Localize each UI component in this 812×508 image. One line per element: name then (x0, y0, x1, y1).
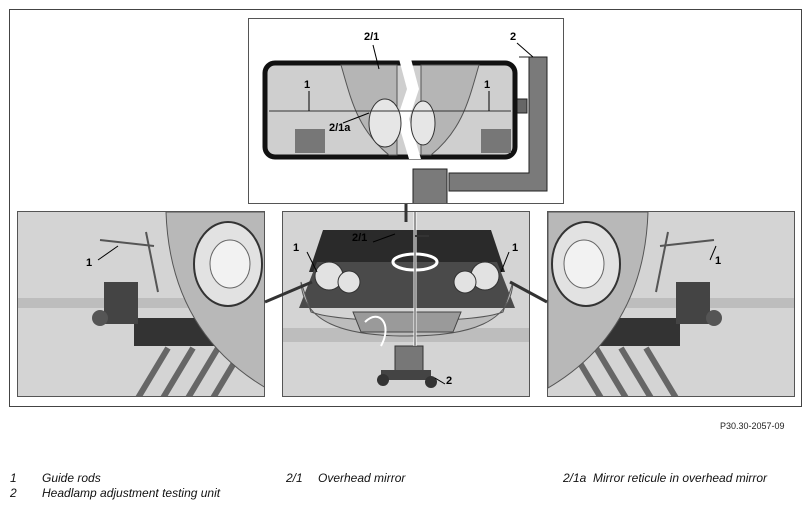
left-headlamp-drawing (18, 212, 264, 396)
front-view-drawing (283, 212, 529, 396)
legend-number: 2/1 (286, 471, 303, 485)
callout-guide-rod-left-panel: 1 (86, 257, 93, 269)
figure-code: P30.30-2057-09 (720, 421, 785, 431)
overhead-mirror-inset (248, 18, 564, 204)
callout-overhead-mirror-center: 2/1 (352, 232, 368, 244)
callout-guide-rod-center-left: 1 (293, 242, 300, 254)
legend-item-testing-unit: 2 Headlamp adjustment testing unit (10, 486, 220, 500)
left-headlamp-panel (17, 211, 265, 397)
overhead-mirror-drawing (262, 42, 548, 203)
legend-item-overhead-mirror: 2/1 Overhead mirror (286, 471, 405, 485)
right-headlamp-panel (547, 211, 795, 397)
callout-guide-rod-top-left: 1 (304, 79, 311, 91)
callout-guide-rod-top-right: 1 (484, 79, 491, 91)
callout-guide-rod-right-panel: 1 (715, 255, 722, 267)
callout-guide-rod-center-right: 1 (512, 242, 519, 254)
legend-text: Mirror reticule in overhead mirror (593, 471, 768, 485)
callout-testing-unit-top: 2 (510, 31, 517, 43)
legend-text: Overhead mirror (318, 471, 406, 485)
legend-item-mirror-reticule: 2/1a Mirror reticule in overhead mirror (563, 471, 767, 485)
callout-mirror-reticule: 2/1a (329, 122, 351, 134)
legend-item-guide-rods: 1 Guide rods (10, 471, 101, 485)
legend-text: Headlamp adjustment testing unit (42, 486, 221, 500)
legend-number: 2 (10, 486, 17, 500)
callout-testing-unit-center: 2 (446, 375, 453, 387)
legend-number: 2/1a (563, 471, 587, 485)
front-view-panel (282, 211, 530, 397)
legend-text: Guide rods (42, 471, 101, 485)
callout-overhead-mirror-top: 2/1 (364, 31, 380, 43)
legend-number: 1 (10, 471, 17, 485)
right-headlamp-drawing (548, 212, 794, 396)
